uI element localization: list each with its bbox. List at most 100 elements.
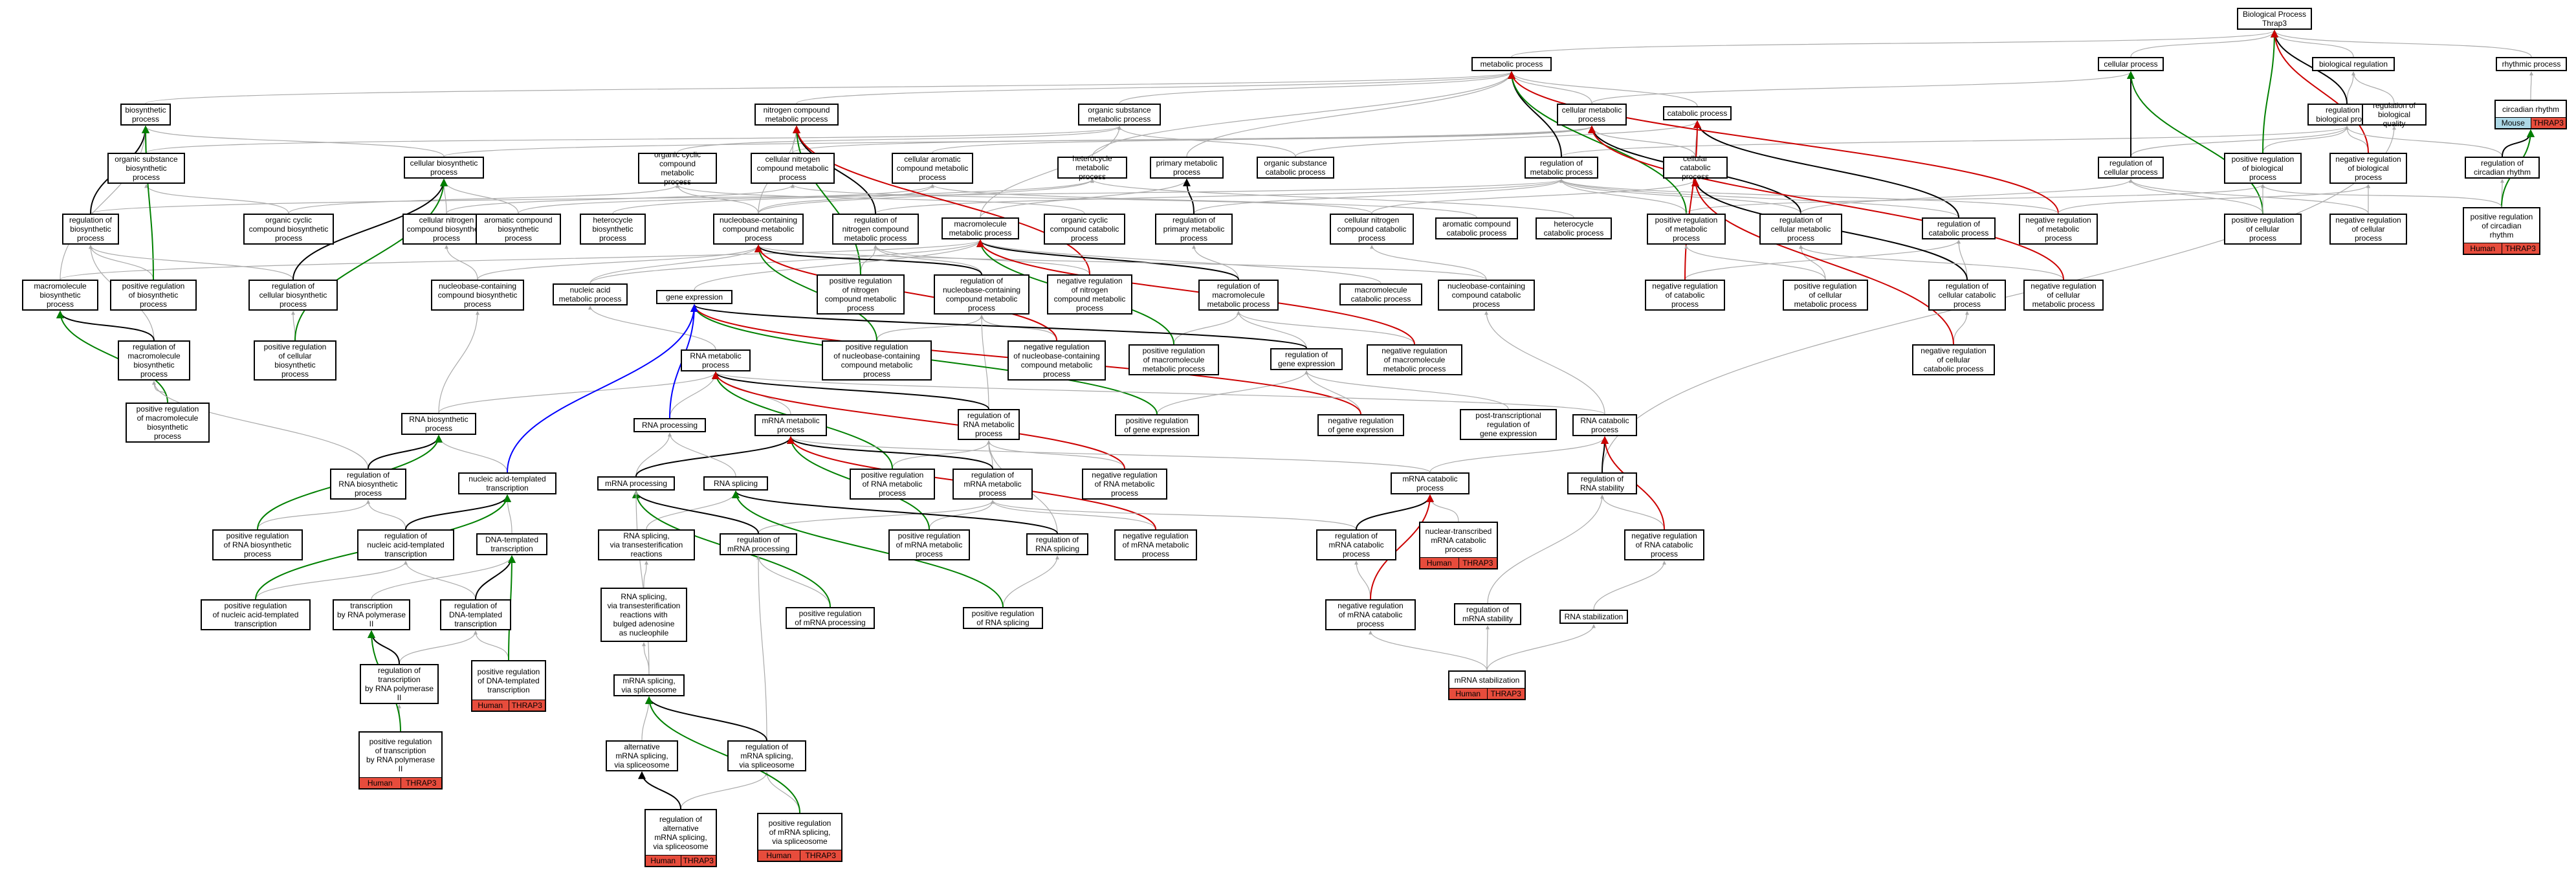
go-term-mrna-processing[interactable]: mRNA processing (597, 476, 675, 491)
go-term-metabolic[interactable]: metabolic process (1471, 57, 1552, 71)
go-term-rna-stabilization[interactable]: RNA stabilization (1559, 610, 1628, 624)
go-term-rna-splicing[interactable]: RNA splicing (703, 476, 768, 491)
go-term-mrna-splicing[interactable]: mRNA splicing,via spliceosome (613, 674, 685, 696)
go-term-cellular-process[interactable]: cellular process (2098, 57, 2164, 71)
go-term-rhythmic[interactable]: rhythmic process (2496, 57, 2567, 71)
go-term-gene-expr[interactable]: gene expression (656, 290, 732, 304)
go-term-rna-proc[interactable]: RNA processing (633, 418, 706, 432)
go-term-catabolic[interactable]: catabolic process (1663, 106, 1732, 120)
go-term-bio-reg[interactable]: biological regulation (2312, 57, 2395, 71)
